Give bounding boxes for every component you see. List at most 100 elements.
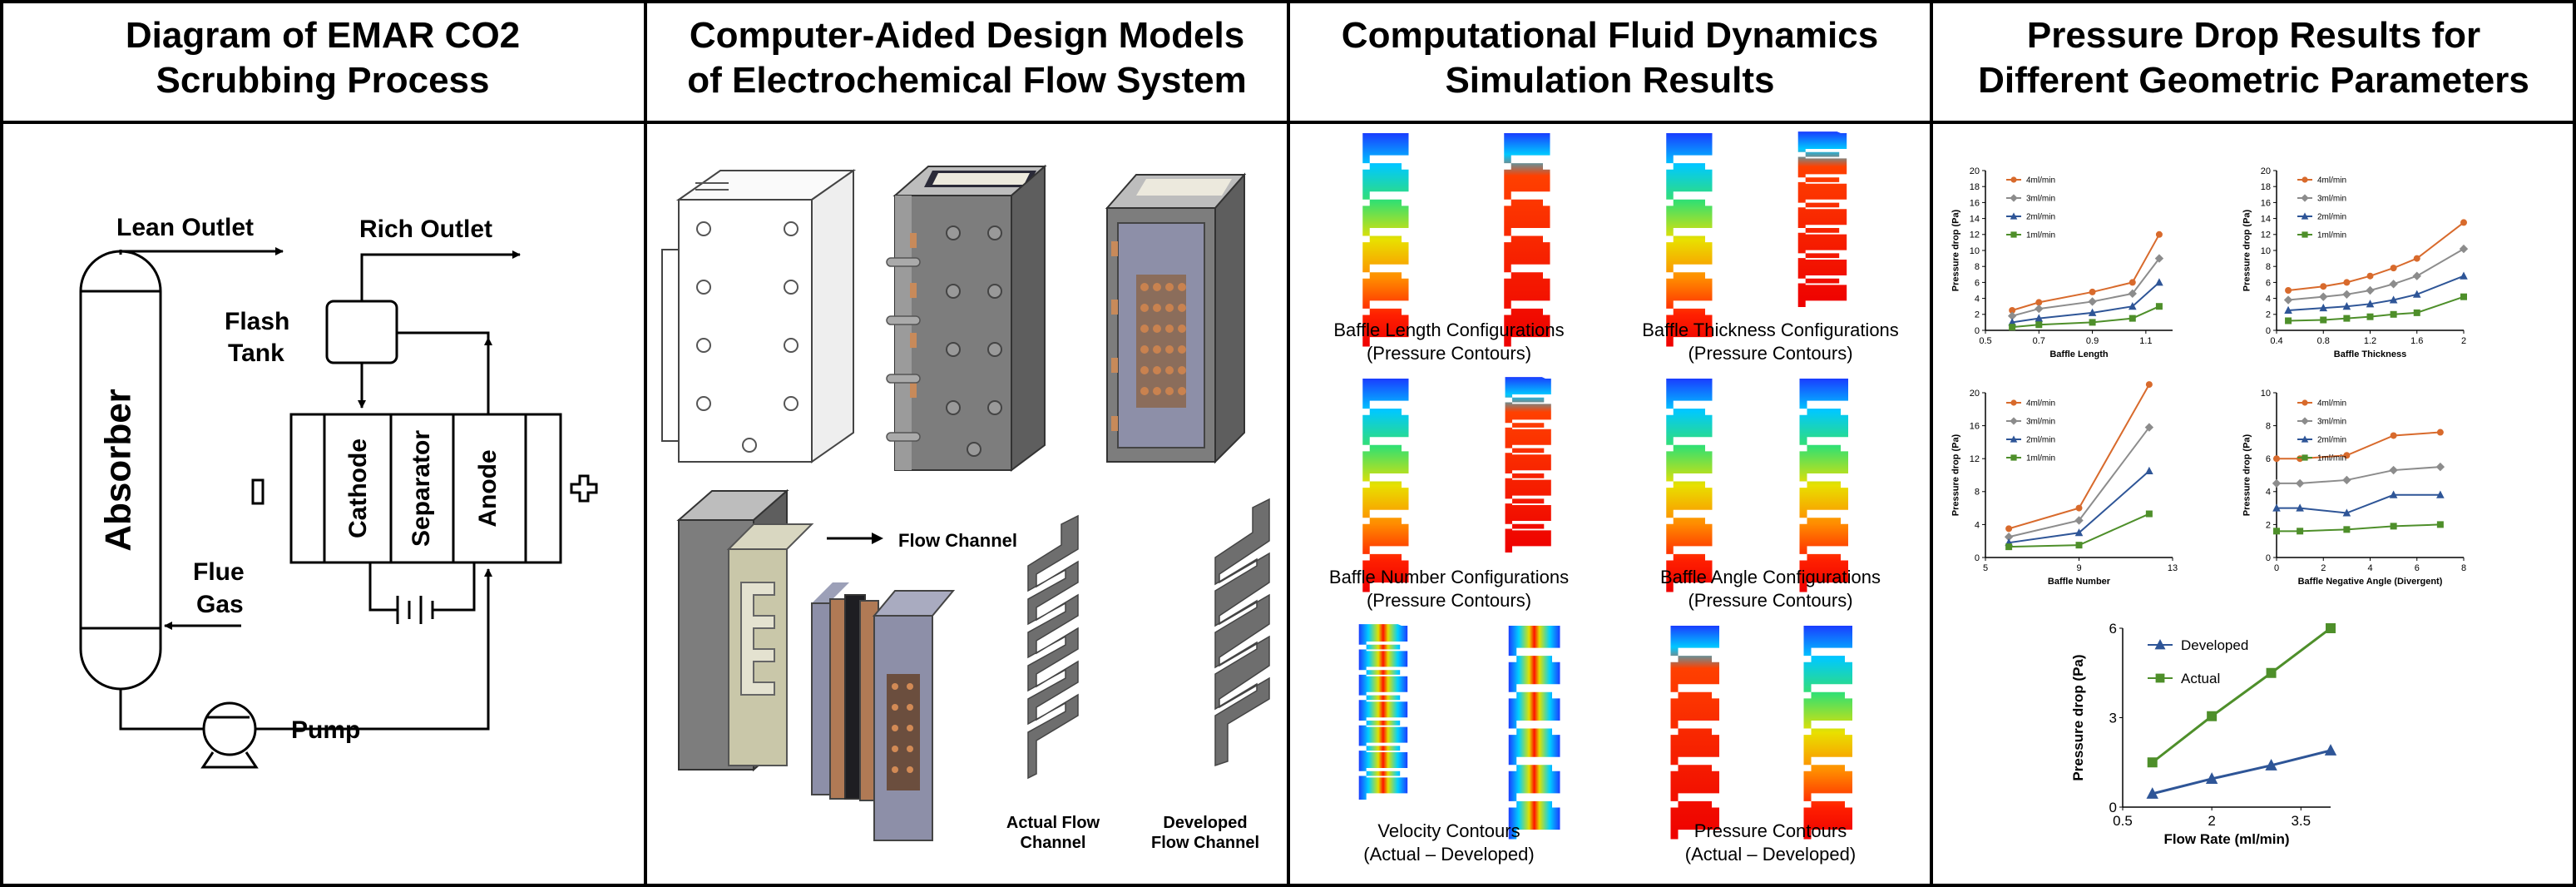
series-line (2152, 749, 2331, 795)
y-tick-label: 0 (2266, 553, 2271, 563)
legend-label: 1ml/min (2317, 231, 2346, 240)
legend-label: 4ml/min (2317, 176, 2346, 186)
cad-model-electrode (1105, 172, 1247, 464)
x-tick-label: 9 (2076, 563, 2081, 573)
pump-label: Pump (291, 716, 360, 744)
caption-baffle-length: Baffle Length Configurations(Pressure Co… (1288, 319, 1609, 365)
cfd-pressure-developed (1803, 626, 1852, 840)
data-point (2460, 293, 2467, 300)
data-point (2301, 194, 2309, 202)
caption-line: (Actual – Developed) (1684, 844, 1857, 865)
x-tick-label: 5 (1983, 563, 1988, 573)
legend-label: 4ml/min (2026, 399, 2055, 409)
flash-label: Flash (225, 308, 289, 335)
cfd-contours (1358, 131, 1852, 840)
legend-label: Actual (2181, 671, 2220, 686)
x-tick-label: 3.5 (2291, 813, 2311, 829)
data-point (2074, 528, 2084, 537)
y-tick-label: 6 (2266, 278, 2271, 288)
y-tick-label: 6 (2266, 454, 2271, 464)
data-point (2155, 673, 2165, 683)
data-point (2390, 523, 2397, 530)
x-tick-label: 0.4 (2270, 336, 2282, 346)
cfd-baffle-angle-b (1799, 379, 1848, 592)
data-point (2297, 528, 2304, 535)
cfd-baffle-angle-a (1666, 379, 1713, 592)
data-point (2008, 318, 2016, 326)
data-point (2412, 290, 2421, 298)
legend-label: Developed (2181, 637, 2248, 653)
y-tick-label: 10 (2261, 389, 2271, 399)
x-tick-label: 2 (2321, 563, 2326, 573)
data-point (2266, 667, 2277, 678)
title-line: Computer-Aided Design Models (689, 15, 1245, 56)
cfd-baffle-thickness-b (1797, 131, 1847, 307)
data-point (2342, 302, 2351, 310)
x-tick-label: 8 (2461, 563, 2466, 573)
data-point (2389, 295, 2398, 304)
data-point (2343, 526, 2351, 533)
title-line: Simulation Results (1445, 60, 1775, 101)
x-axis-label: Flow Rate (ml/min) (2163, 831, 2289, 847)
y-tick-label: 8 (2266, 262, 2271, 272)
x-tick-label: 1.1 (2139, 336, 2152, 346)
y-tick-label: 4 (2266, 294, 2271, 304)
developed-label-line2: Flow Channel (1151, 834, 1259, 852)
data-point (2343, 452, 2351, 459)
x-tick-label: 13 (2168, 563, 2178, 573)
caption-pressure: Pressure Contours(Actual – Developed) (1609, 820, 1931, 866)
x-tick-label: 0.7 (2033, 336, 2045, 346)
lean-outlet-label: Lean Outlet (116, 214, 254, 241)
cfd-baffle-length-b (1504, 133, 1550, 347)
y-tick-label: 3 (2109, 710, 2117, 726)
panel-pressure-results: Pressure Drop Results for Different Geom… (1931, 0, 2576, 887)
data-point (2207, 711, 2218, 721)
cad-model-wireframe (661, 169, 857, 463)
x-tick-label: 4 (2367, 563, 2372, 573)
developed-channel-shape (1214, 498, 1270, 767)
absorber-label: Absorber (98, 389, 139, 552)
y-tick-label: 4 (1975, 294, 1980, 304)
legend-label: 1ml/min (2026, 454, 2055, 463)
data-point (2035, 299, 2043, 306)
data-point (2326, 623, 2336, 633)
legend-label: 1ml/min (2026, 231, 2055, 240)
y-tick-label: 2 (2266, 310, 2271, 320)
y-tick-label: 0 (1975, 326, 1980, 336)
data-point (2412, 271, 2421, 280)
data-point (2005, 525, 2013, 533)
data-point (2010, 212, 2018, 220)
panel-title-process: Diagram of EMAR CO2 Scrubbing Process (0, 13, 645, 103)
x-tick-label: 0.9 (2086, 336, 2099, 346)
data-point (2009, 324, 2016, 331)
title-line: Diagram of EMAR CO2 (125, 15, 521, 56)
pump-symbol (202, 701, 257, 756)
y-tick-label: 16 (2261, 198, 2271, 208)
data-point (2342, 508, 2351, 517)
data-point (2390, 310, 2397, 318)
data-point (2343, 315, 2351, 322)
y-tick-label: 4 (2266, 488, 2271, 498)
minus-terminal (251, 478, 265, 505)
caption-baffle-thickness: Baffle Thickness Configurations(Pressure… (1609, 319, 1931, 365)
y-tick-label: 6 (1975, 278, 1980, 288)
legend-label: 4ml/min (2317, 399, 2346, 409)
data-point (2285, 317, 2292, 325)
y-tick-label: 14 (2261, 214, 2271, 224)
y-tick-label: 0 (2109, 800, 2117, 815)
data-point (2319, 303, 2328, 312)
data-point (2089, 319, 2096, 326)
series-line (2151, 627, 2331, 764)
data-point (2295, 478, 2305, 488)
data-point (2154, 638, 2166, 650)
y-tick-label: 8 (1975, 488, 1980, 498)
data-point (2389, 465, 2398, 475)
caption-baffle-number: Baffle Number Configurations(Pressure Co… (1288, 566, 1609, 612)
cad-model-assembled (886, 164, 1047, 472)
caption-line: (Actual – Developed) (1363, 844, 1535, 865)
y-tick-label: 4 (1975, 520, 1980, 530)
x-tick-label: 6 (2415, 563, 2420, 573)
data-point (2009, 307, 2016, 314)
caption-line: Baffle Angle Configurations (1660, 567, 1881, 587)
